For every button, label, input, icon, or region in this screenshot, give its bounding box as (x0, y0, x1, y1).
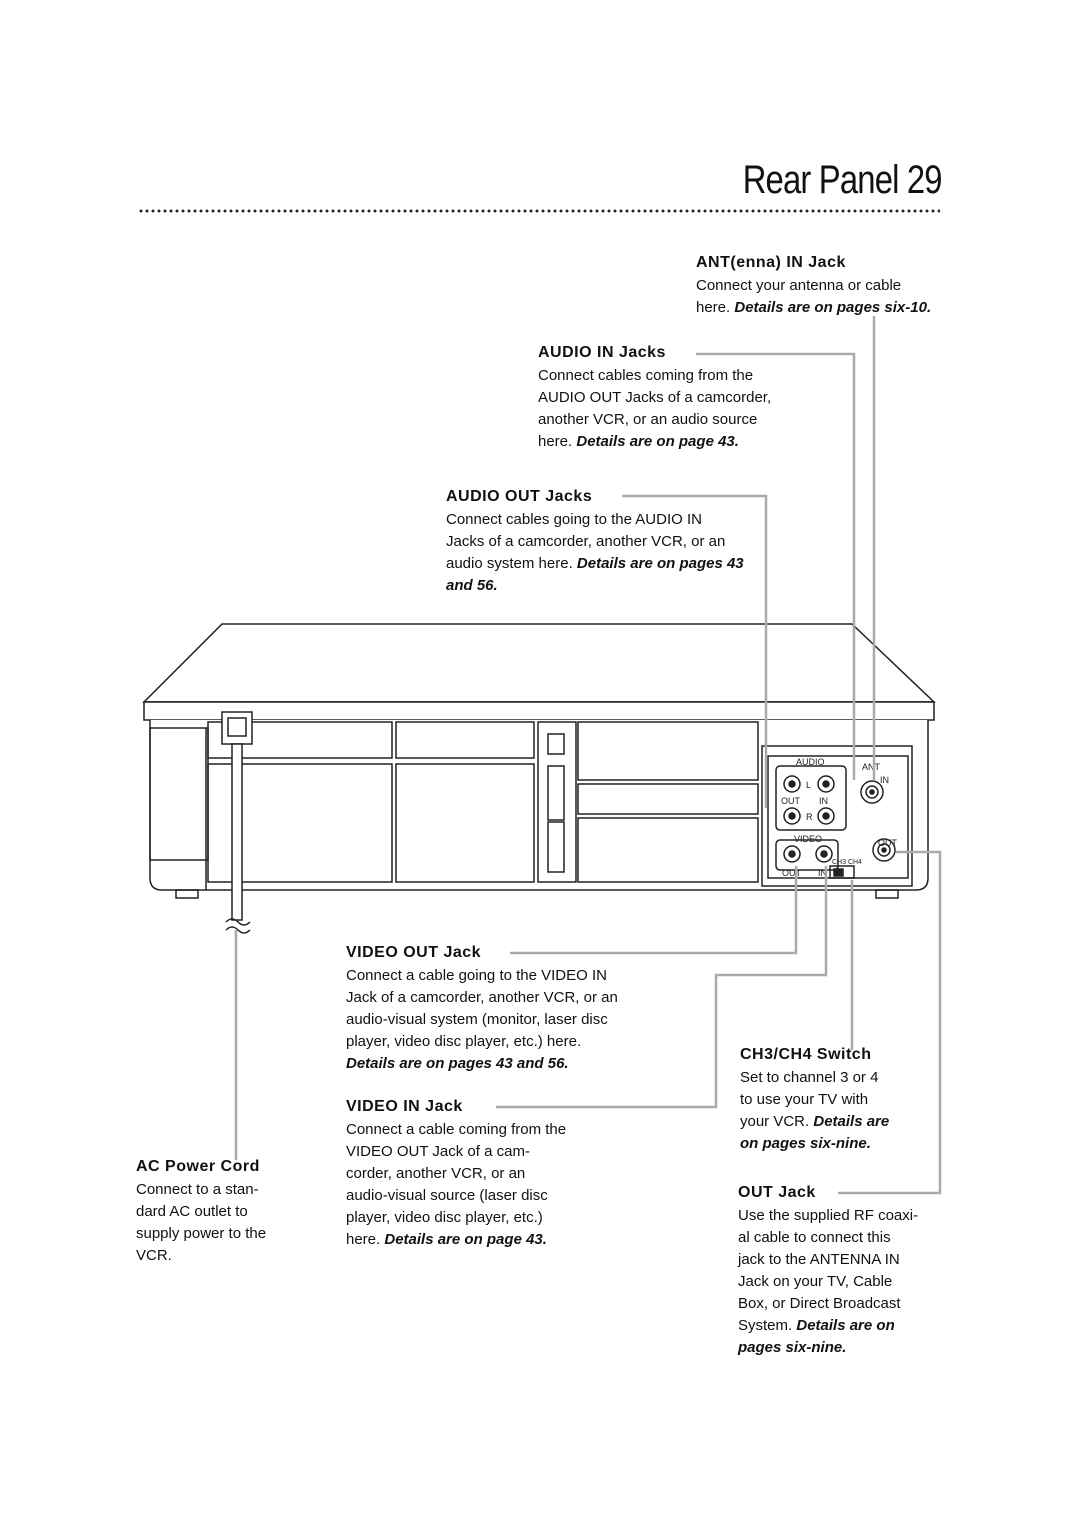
out-jack-line3: jack to the ANTENNA IN (738, 1251, 900, 1268)
out-jack-line2: al cable to connect this (738, 1229, 891, 1246)
video-out-detail: Details are on pages 43 and 56. (346, 1055, 569, 1072)
out-jack-detail-2: pages six-nine. (738, 1339, 847, 1356)
ch-switch-line2: to use your TV with (740, 1091, 869, 1108)
out-jack-line5: Box, or Direct Broadcast (738, 1295, 901, 1312)
audio-in-line1: Connect cables coming from the (538, 367, 754, 384)
label-ant: ANT (862, 762, 881, 772)
video-in-line6: here. (346, 1231, 385, 1248)
label-video: VIDEO (794, 834, 822, 844)
out-jack-line6: System. (738, 1317, 797, 1334)
audio-out-detail: Details are on pages 43 (576, 555, 744, 572)
audio-out-block: AUDIO OUT Jacks Connect cables going to … (446, 486, 744, 597)
label-audio-out: OUT (781, 796, 801, 806)
ch-switch-detail: Details are (813, 1113, 890, 1130)
ac-power-line2: dard AC outlet to (136, 1203, 248, 1220)
power-cord-plug (221, 711, 253, 745)
video-in-line4: audio-visual source (laser disc (346, 1187, 548, 1204)
label-audio-in: IN (819, 796, 828, 806)
vcr-body (149, 720, 929, 891)
audio-in-line2: AUDIO OUT Jacks of a camcorder, (538, 389, 772, 406)
label-rf-out: OUT (878, 838, 898, 848)
label-video-in: IN (818, 868, 827, 878)
video-out-line4: player, video disc player, etc.) here. (346, 1033, 582, 1050)
label-r: R (806, 812, 813, 822)
audio-out-line3: audio system here. (446, 555, 577, 572)
audio-in-heading: AUDIO IN Jacks (538, 344, 666, 361)
audio-in-block: AUDIO IN Jacks Connect cables coming fro… (538, 342, 771, 453)
out-jack-heading: OUT Jack (738, 1184, 816, 1201)
ant-in-detail: Details are on pages six-10. (734, 299, 932, 316)
ch-switch-heading: CH3/CH4 Switch (740, 1046, 872, 1063)
ac-power-line4: VCR. (136, 1247, 172, 1264)
callout-video-in (496, 866, 828, 1109)
audio-out-heading: AUDIO OUT Jacks (446, 488, 593, 505)
vcr-top-face (142, 623, 936, 703)
label-audio: AUDIO (796, 757, 825, 767)
video-out-line1: Connect a cable going to the VIDEO IN (346, 967, 607, 984)
audio-in-detail: Details are on page 43. (576, 433, 739, 450)
video-in-line2: VIDEO OUT Jack of a cam- (346, 1143, 530, 1160)
page-title: Rear Panel 29 (742, 158, 943, 202)
ant-in-line2: here. (696, 299, 735, 316)
video-out-line3: audio-visual system (monitor, laser disc (346, 1011, 608, 1028)
dotted-divider (138, 208, 940, 214)
video-out-heading: VIDEO OUT Jack (346, 944, 482, 961)
ant-in-line1: Connect your antenna or cable (696, 277, 902, 294)
video-in-detail: Details are on page 43. (384, 1231, 547, 1248)
out-jack-detail: Details are on (796, 1317, 895, 1334)
video-in-heading: VIDEO IN Jack (346, 1098, 463, 1115)
ch-switch-detail-2: on pages six-nine. (740, 1135, 871, 1152)
video-out-line2: Jack of a camcorder, another VCR, or an (346, 989, 618, 1006)
callout-audio-in (696, 352, 856, 780)
callout-out-jack (838, 850, 942, 1195)
label-video-out: OUT (782, 868, 802, 878)
out-jack-line4: Jack on your TV, Cable (738, 1273, 893, 1290)
audio-in-line4: here. (538, 433, 577, 450)
video-out-block: VIDEO OUT Jack Connect a cable going to … (346, 942, 618, 1075)
audio-out-line1: Connect cables going to the AUDIO IN (446, 511, 702, 528)
ac-power-line3: supply power to the (136, 1225, 267, 1242)
callout-video-out (510, 866, 798, 955)
jack-panel (761, 745, 913, 887)
callout-audio-out (622, 494, 768, 808)
ch-switch-line3: your VCR. (740, 1113, 814, 1130)
label-ant-in: IN (880, 775, 889, 785)
ac-power-line1: Connect to a stan- (136, 1181, 259, 1198)
video-in-line5: player, video disc player, etc.) (346, 1209, 543, 1226)
out-jack-line1: Use the supplied RF coaxi- (738, 1207, 919, 1224)
out-jack-block: OUT Jack Use the supplied RF coaxi- al c… (738, 1182, 918, 1359)
label-ch: CH3 CH4 (832, 859, 862, 866)
vcr-back-face (143, 701, 935, 721)
audio-in-line3: another VCR, or an audio source (538, 411, 758, 428)
label-l: L (806, 780, 811, 790)
audio-out-line2: Jacks of a camcorder, another VCR, or an (446, 533, 726, 550)
video-in-line3: corder, another VCR, or an (346, 1165, 526, 1182)
ch-switch-line1: Set to channel 3 or 4 (740, 1069, 879, 1086)
ant-in-block: ANT(enna) IN Jack Connect your antenna o… (696, 252, 931, 319)
ac-power-heading: AC Power Cord (136, 1158, 260, 1175)
video-in-block: VIDEO IN Jack Connect a cable coming fro… (346, 1096, 566, 1251)
power-cord (225, 743, 251, 934)
ch-switch-block: CH3/CH4 Switch Set to channel 3 or 4 to … (740, 1044, 889, 1155)
ac-power-block: AC Power Cord Connect to a stan- dard AC… (136, 1156, 266, 1267)
ant-in-heading: ANT(enna) IN Jack (696, 254, 846, 271)
audio-out-detail-2: and 56. (446, 577, 498, 594)
video-in-line1: Connect a cable coming from the (346, 1121, 567, 1138)
